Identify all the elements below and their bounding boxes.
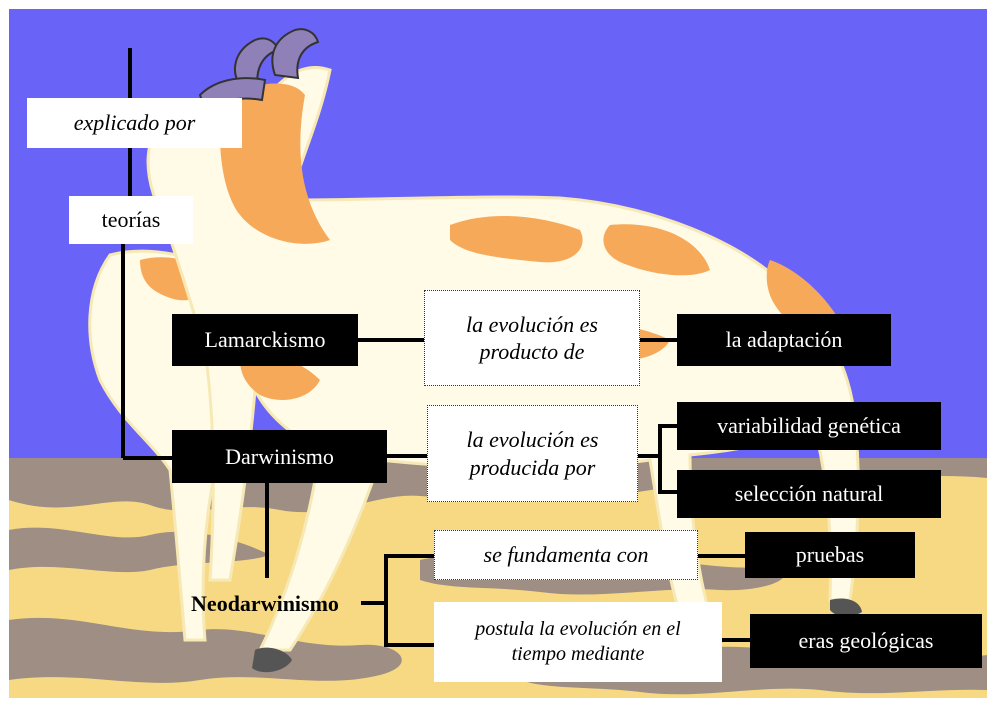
link-darwin-label: la evolución es producida por [427,405,638,502]
lamarckismo-node: Lamarckismo [172,314,358,366]
la-adaptacion-node: la adaptación [677,314,891,366]
link-postula-label: postula la evolución en el tiempo median… [434,602,722,682]
teorias-node: teorías [69,196,193,244]
eras-geologicas-node: eras geológicas [750,614,982,668]
link-fundamenta-label: se fundamenta con [434,530,698,580]
variabilidad-genetica-node: variabilidad genética [677,402,941,450]
link-lamarck-label: la evolución es producto de [424,290,640,386]
connector-lines [121,48,750,647]
darwinismo-node: Darwinismo [172,430,387,483]
neodarwinismo-node: Neodarwinismo [191,591,339,617]
seleccion-natural-node: selección natural [677,470,941,518]
explicado-por-label: explicado por [27,98,242,148]
pruebas-node: pruebas [745,532,915,578]
